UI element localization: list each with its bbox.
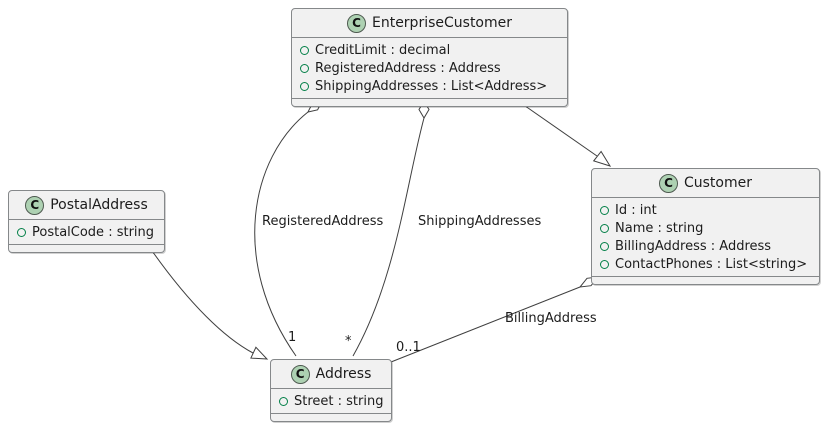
class-attribute: BillingAddress : Address <box>592 237 819 255</box>
edge-generalization-enterprisecustomer-customer <box>517 100 598 157</box>
class-attribute: CreditLimit : decimal <box>292 41 567 59</box>
method-compartment-empty <box>271 414 391 421</box>
multiplicity-billingaddress: 0..1 <box>396 340 421 355</box>
field-visibility-icon <box>300 45 309 55</box>
field-visibility-icon <box>600 241 609 251</box>
attribute-compartment: Id : int Name : string BillingAddress : … <box>592 198 819 277</box>
class-box-enterprisecustomer: C EnterpriseCustomer CreditLimit : decim… <box>291 8 568 107</box>
attribute-text: ContactPhones : List<string> <box>615 256 808 272</box>
method-compartment-empty <box>592 277 819 284</box>
edge-label-shippingaddresses: ShippingAddresses <box>418 214 541 229</box>
class-attribute: Name : string <box>592 219 819 237</box>
class-attribute: Id : int <box>592 201 819 219</box>
method-compartment-empty <box>292 99 567 106</box>
generalization-arrow-icon <box>592 150 612 167</box>
method-compartment-empty <box>9 245 164 252</box>
field-visibility-icon <box>600 259 609 269</box>
edge-label-registeredaddress: RegisteredAddress <box>262 214 383 229</box>
class-header: C PostalAddress <box>9 191 164 220</box>
class-title: Address <box>315 366 372 382</box>
class-header: C EnterpriseCustomer <box>292 9 567 38</box>
attribute-compartment: CreditLimit : decimal RegisteredAddress … <box>292 38 567 99</box>
field-visibility-icon <box>279 396 288 406</box>
class-attribute: PostalCode : string <box>9 223 164 241</box>
attribute-text: PostalCode : string <box>32 224 155 240</box>
field-visibility-icon <box>600 223 609 233</box>
multiplicity-shippingaddresses: * <box>345 334 352 349</box>
attribute-text: ShippingAddresses : List<Address> <box>315 78 548 94</box>
class-stereotype-icon: C <box>25 195 45 215</box>
field-visibility-icon <box>300 63 309 73</box>
edge-aggregation-shippingaddresses <box>352 117 425 357</box>
attribute-text: Street : string <box>294 393 384 409</box>
attribute-text: Name : string <box>615 220 704 236</box>
class-box-customer: C Customer Id : int Name : string Billin… <box>591 168 820 285</box>
class-stereotype-icon: C <box>346 13 366 33</box>
attribute-compartment: PostalCode : string <box>9 220 164 245</box>
field-visibility-icon <box>600 205 609 215</box>
class-title: PostalAddress <box>50 197 148 213</box>
attribute-compartment: Street : string <box>271 389 391 414</box>
attribute-text: RegisteredAddress : Address <box>315 60 501 76</box>
edge-aggregation-billingaddress <box>390 286 581 363</box>
multiplicity-registeredaddress: 1 <box>288 330 296 345</box>
class-attribute: RegisteredAddress : Address <box>292 59 567 77</box>
class-attribute: Street : string <box>271 392 391 410</box>
attribute-text: Id : int <box>615 202 657 218</box>
field-visibility-icon <box>17 227 26 237</box>
class-attribute: ShippingAddresses : List<Address> <box>292 77 567 95</box>
field-visibility-icon <box>300 81 309 91</box>
class-stereotype-icon: C <box>658 173 678 193</box>
class-title: Customer <box>683 175 752 191</box>
edge-label-billingaddress: BillingAddress <box>505 311 597 326</box>
class-attribute: ContactPhones : List<string> <box>592 255 819 273</box>
generalization-arrow-icon <box>250 346 269 360</box>
class-stereotype-icon: C <box>290 364 310 384</box>
class-header: C Address <box>271 360 391 389</box>
attribute-text: BillingAddress : Address <box>615 238 772 254</box>
attribute-text: CreditLimit : decimal <box>315 42 451 58</box>
edge-generalization-postaladdress-address <box>149 247 254 354</box>
class-box-address: C Address Street : string <box>270 359 392 422</box>
class-box-postaladdress: C PostalAddress PostalCode : string <box>8 190 165 253</box>
class-title: EnterpriseCustomer <box>371 15 513 31</box>
class-header: C Customer <box>592 169 819 198</box>
edge-aggregation-registeredaddress <box>254 111 309 357</box>
